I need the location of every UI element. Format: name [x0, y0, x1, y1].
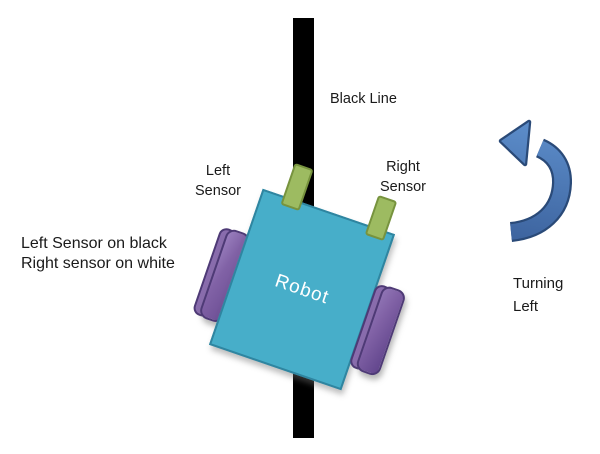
robot-label: Robot [272, 270, 332, 309]
sensor-state-caption: Left Sensor on black Right sensor on whi… [21, 235, 175, 272]
right-sensor-label: Right Sensor [380, 159, 426, 195]
left-sensor-label: Left Sensor [195, 163, 241, 199]
turning-left-label: Turning Left [513, 275, 564, 315]
turning-left-curved-arrow-icon [498, 119, 572, 242]
black-line-label: Black Line [330, 91, 397, 107]
